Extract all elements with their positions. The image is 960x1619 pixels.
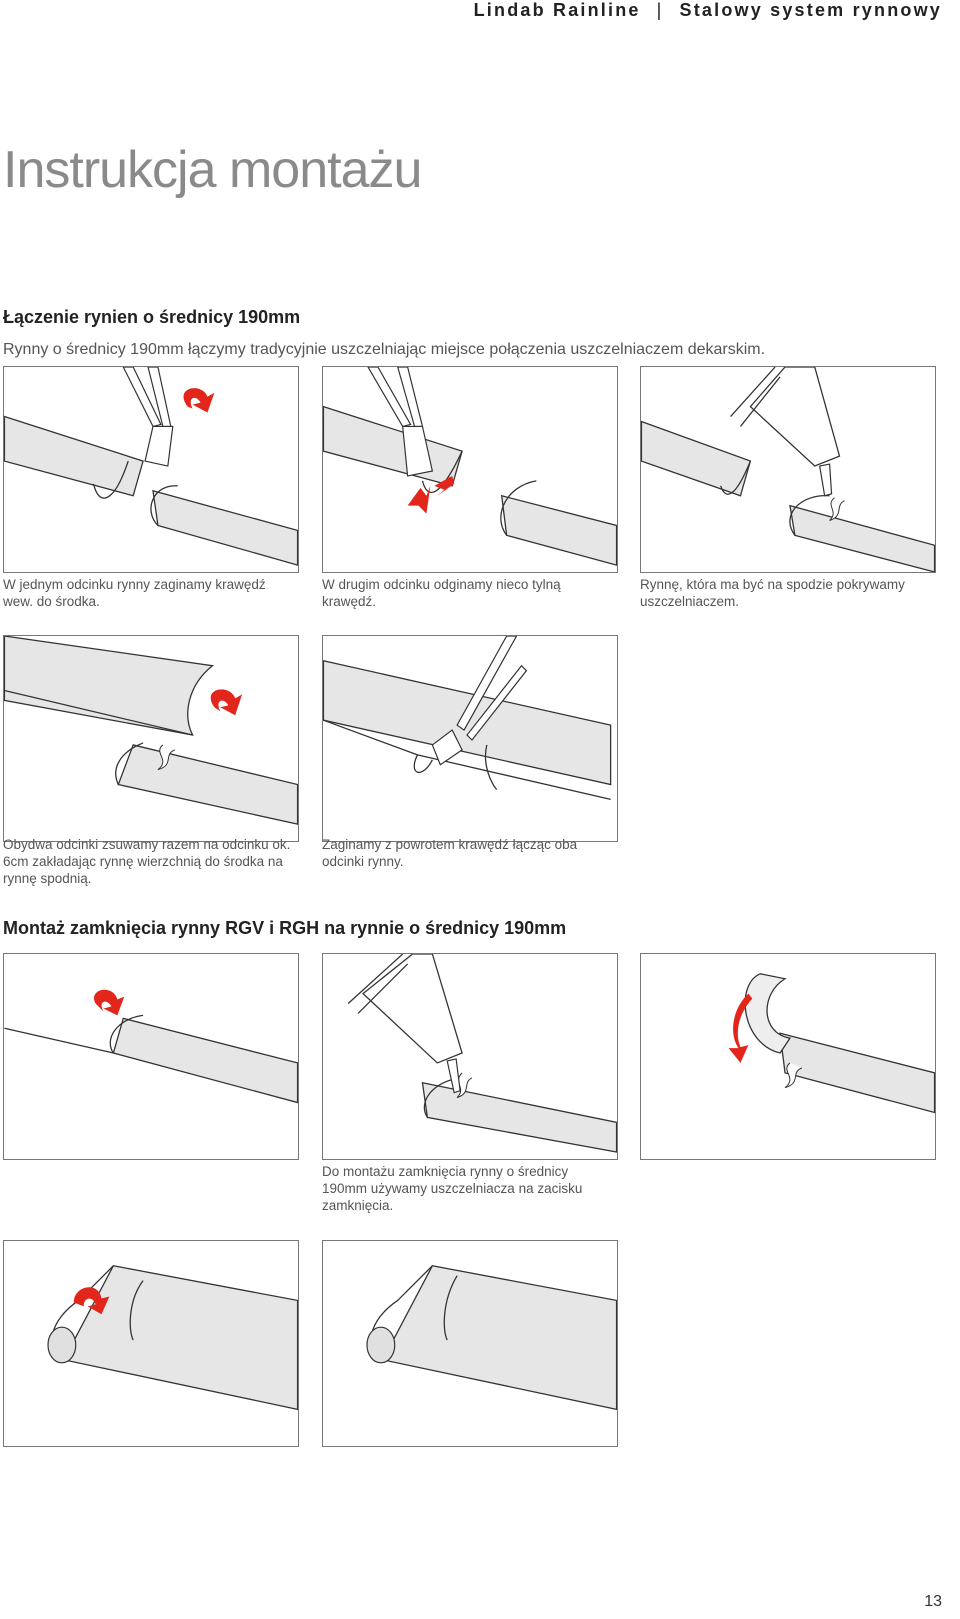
caption-step-4: Obydwa odcinki zsuwamy razem na odcinku … xyxy=(3,837,291,886)
section1-lead: Rynny o średnicy 190mm łączymy tradycyjn… xyxy=(3,341,766,358)
step-illustration-seal-end-cap xyxy=(322,953,618,1160)
caption-step-2: W drugim odcinku odginamy nieco tylną kr… xyxy=(322,577,561,609)
step-illustration-fold-edge-back xyxy=(322,635,618,842)
step-illustration-slide-together xyxy=(3,635,299,842)
step-illustration-end-cap-edge xyxy=(3,953,299,1160)
section2-heading: Montaż zamknięcia rynny RGV i RGH na ryn… xyxy=(3,918,567,938)
header-brand: Lindab Rainline xyxy=(473,0,641,20)
step-illustration-bend-back-edge xyxy=(322,366,618,573)
step-illustration-crimp-end-cap xyxy=(3,1240,299,1447)
page-number: 13 xyxy=(924,1593,942,1610)
step-illustration-attach-end-cap xyxy=(640,953,936,1160)
section1-heading: Łączenie rynien o średnicy 190mm xyxy=(3,307,301,327)
step-illustration-apply-sealant xyxy=(640,366,936,573)
header-separator: | xyxy=(656,0,664,20)
step-illustration-finished-end-cap xyxy=(322,1240,618,1447)
caption-step-3: Rynnę, która ma być na spodzie pokrywamy… xyxy=(640,577,905,609)
page-title: Instrukcja montażu xyxy=(3,141,422,199)
step-illustration-fold-inner-edge xyxy=(3,366,299,573)
header-product: Stalowy system rynnowy xyxy=(679,0,942,20)
running-header: Lindab Rainline | Stalowy system rynnowy xyxy=(474,0,942,21)
caption-end-cap: Do montażu zamknięcia rynny o średnicy 1… xyxy=(322,1164,583,1213)
caption-step-1: W jednym odcinku rynny zaginamy krawędź … xyxy=(3,577,266,609)
caption-step-5: Zaginamy z powrotem krawędź łącząc oba o… xyxy=(322,837,578,869)
